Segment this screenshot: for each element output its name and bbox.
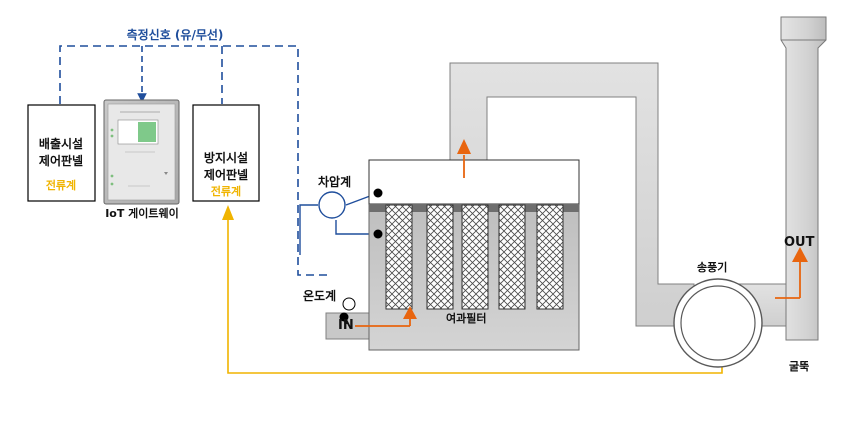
current-sensor-line — [222, 205, 723, 374]
prevention-panel-line2: 제어판넬 — [203, 168, 249, 182]
diff-pressure-label: 차압계 — [318, 175, 352, 189]
chimney — [780, 16, 827, 341]
thermometer-label: 온도계 — [303, 289, 337, 303]
flow-arrows — [355, 139, 808, 327]
emission-panel-line2: 제어판넬 — [38, 154, 84, 168]
outlet-label: OUT — [784, 235, 815, 250]
flow-arrow-top — [457, 139, 471, 178]
pressure-tap-upper — [373, 188, 383, 198]
thermometer — [339, 297, 356, 325]
emission-panel-line1: 배출시설 — [38, 137, 84, 151]
gateway-caption: IoT 게이트웨이 — [105, 207, 179, 220]
chimney-label: 굴뚝 — [789, 360, 810, 373]
flow-arrow-outlet — [775, 247, 808, 299]
signal-label: 측정신호 (유/무선) — [126, 28, 224, 42]
blower — [673, 278, 793, 368]
emission-panel-sensor: 전류계 — [45, 179, 77, 192]
signal-network-lines — [59, 45, 330, 276]
flow-arrow-inlet — [355, 306, 417, 327]
prevention-panel-line1: 방지시설 — [203, 151, 249, 165]
filter-bags — [385, 204, 564, 310]
emission-control-panel — [27, 104, 96, 202]
filter-label: 여과필터 — [446, 312, 487, 325]
prevention-panel-sensor: 전류계 — [210, 185, 242, 198]
diff-pressure-gauge — [318, 191, 346, 219]
pressure-tap-lower — [373, 229, 383, 239]
blower-label: 송풍기 — [697, 261, 728, 274]
inlet-label: IN — [338, 318, 354, 333]
iot-gateway-device — [103, 99, 180, 205]
prevention-control-panel — [192, 104, 260, 202]
